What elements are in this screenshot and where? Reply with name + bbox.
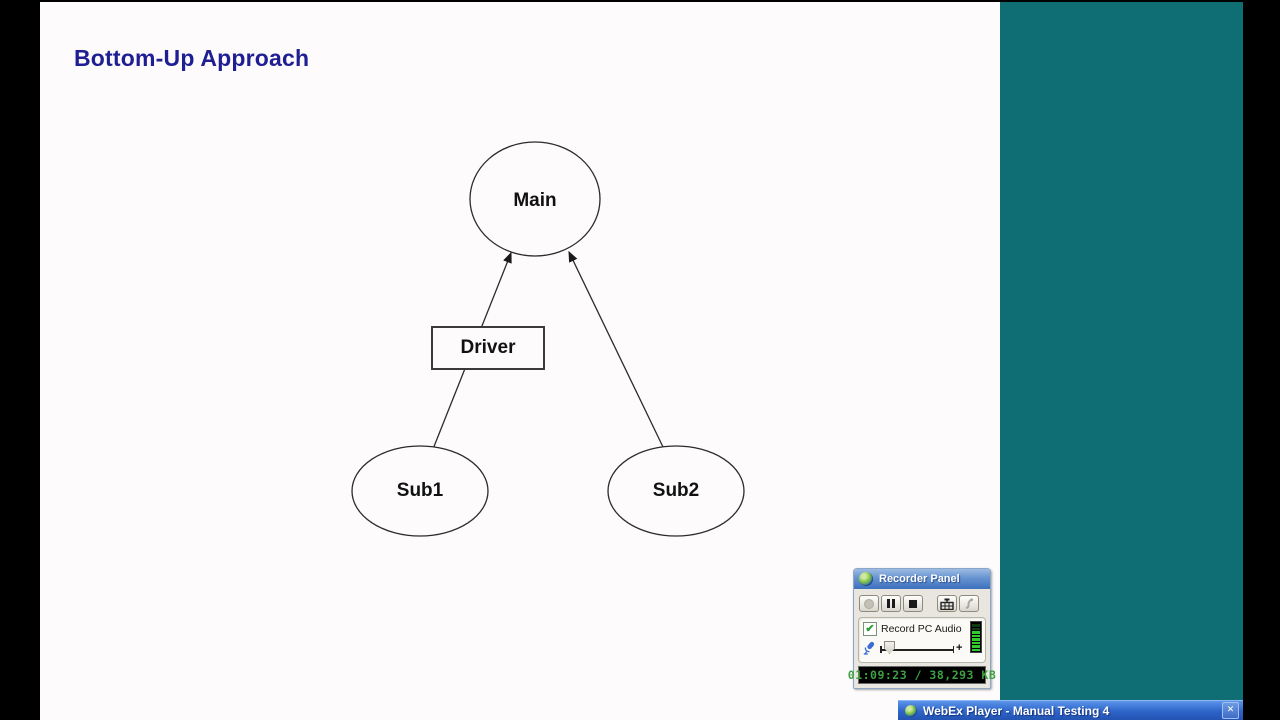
checkmark-icon: ✔ <box>865 623 875 635</box>
node-sub1-label: Sub1 <box>396 480 444 501</box>
taskbar-window-title[interactable]: WebEx Player - Manual Testing 4 <box>923 703 1110 718</box>
insert-marker-icon <box>940 598 954 610</box>
letterbox-top <box>0 0 1280 2</box>
record-pc-audio-checkbox[interactable]: ✔ <box>863 622 877 636</box>
recorder-status-bar: 01:09:23 / 38,293 KB <box>848 666 996 684</box>
node-main-label: Main <box>513 190 557 211</box>
volume-plus-label: + <box>956 642 963 654</box>
recorder-panel: Recorder Panel <box>848 568 996 689</box>
node-sub2-shape <box>607 445 745 537</box>
record-button[interactable] <box>859 595 879 612</box>
pause-button[interactable] <box>881 595 901 612</box>
recorder-status-text: 01:09:23 / 38,293 KB <box>847 668 997 682</box>
record-icon <box>864 598 874 609</box>
node-driver-shape <box>431 326 545 370</box>
pause-icon <box>887 599 895 608</box>
volume-slider[interactable] <box>880 641 954 655</box>
taskbar-close-button[interactable]: ✕ <box>1222 702 1239 719</box>
microphone-icon <box>863 641 875 655</box>
stop-button[interactable] <box>903 595 923 612</box>
webex-player-icon <box>905 704 917 717</box>
edge-sub2-to-main <box>568 250 664 448</box>
volume-slider-thumb[interactable] <box>884 641 895 654</box>
taskbar: WebEx Player - Manual Testing 4 ✕ <box>898 700 1243 720</box>
record-pc-audio-label: Record PC Audio <box>881 623 962 635</box>
recorder-panel-titlebar[interactable]: Recorder Panel <box>854 569 990 589</box>
node-sub1-shape <box>351 445 489 537</box>
insert-marker-button[interactable] <box>937 595 957 612</box>
webex-logo-icon <box>859 572 873 586</box>
node-driver-label: Driver <box>460 337 516 358</box>
annotate-icon <box>965 597 974 609</box>
audio-level-meter <box>970 621 982 653</box>
page-title: Bottom-Up Approach <box>74 45 310 71</box>
audio-group: ✔ Record PC Audio <box>858 617 986 663</box>
node-sub2-label: Sub2 <box>652 480 700 501</box>
recorder-toolbar <box>859 594 985 613</box>
desktop-background <box>1000 2 1243 720</box>
annotate-button[interactable] <box>959 595 979 612</box>
node-main-shape <box>469 141 601 257</box>
recorder-panel-body: ✔ Record PC Audio <box>848 589 996 688</box>
bottom-up-diagram <box>351 141 745 537</box>
stop-icon <box>909 599 917 608</box>
recorder-panel-title: Recorder Panel <box>879 573 960 585</box>
